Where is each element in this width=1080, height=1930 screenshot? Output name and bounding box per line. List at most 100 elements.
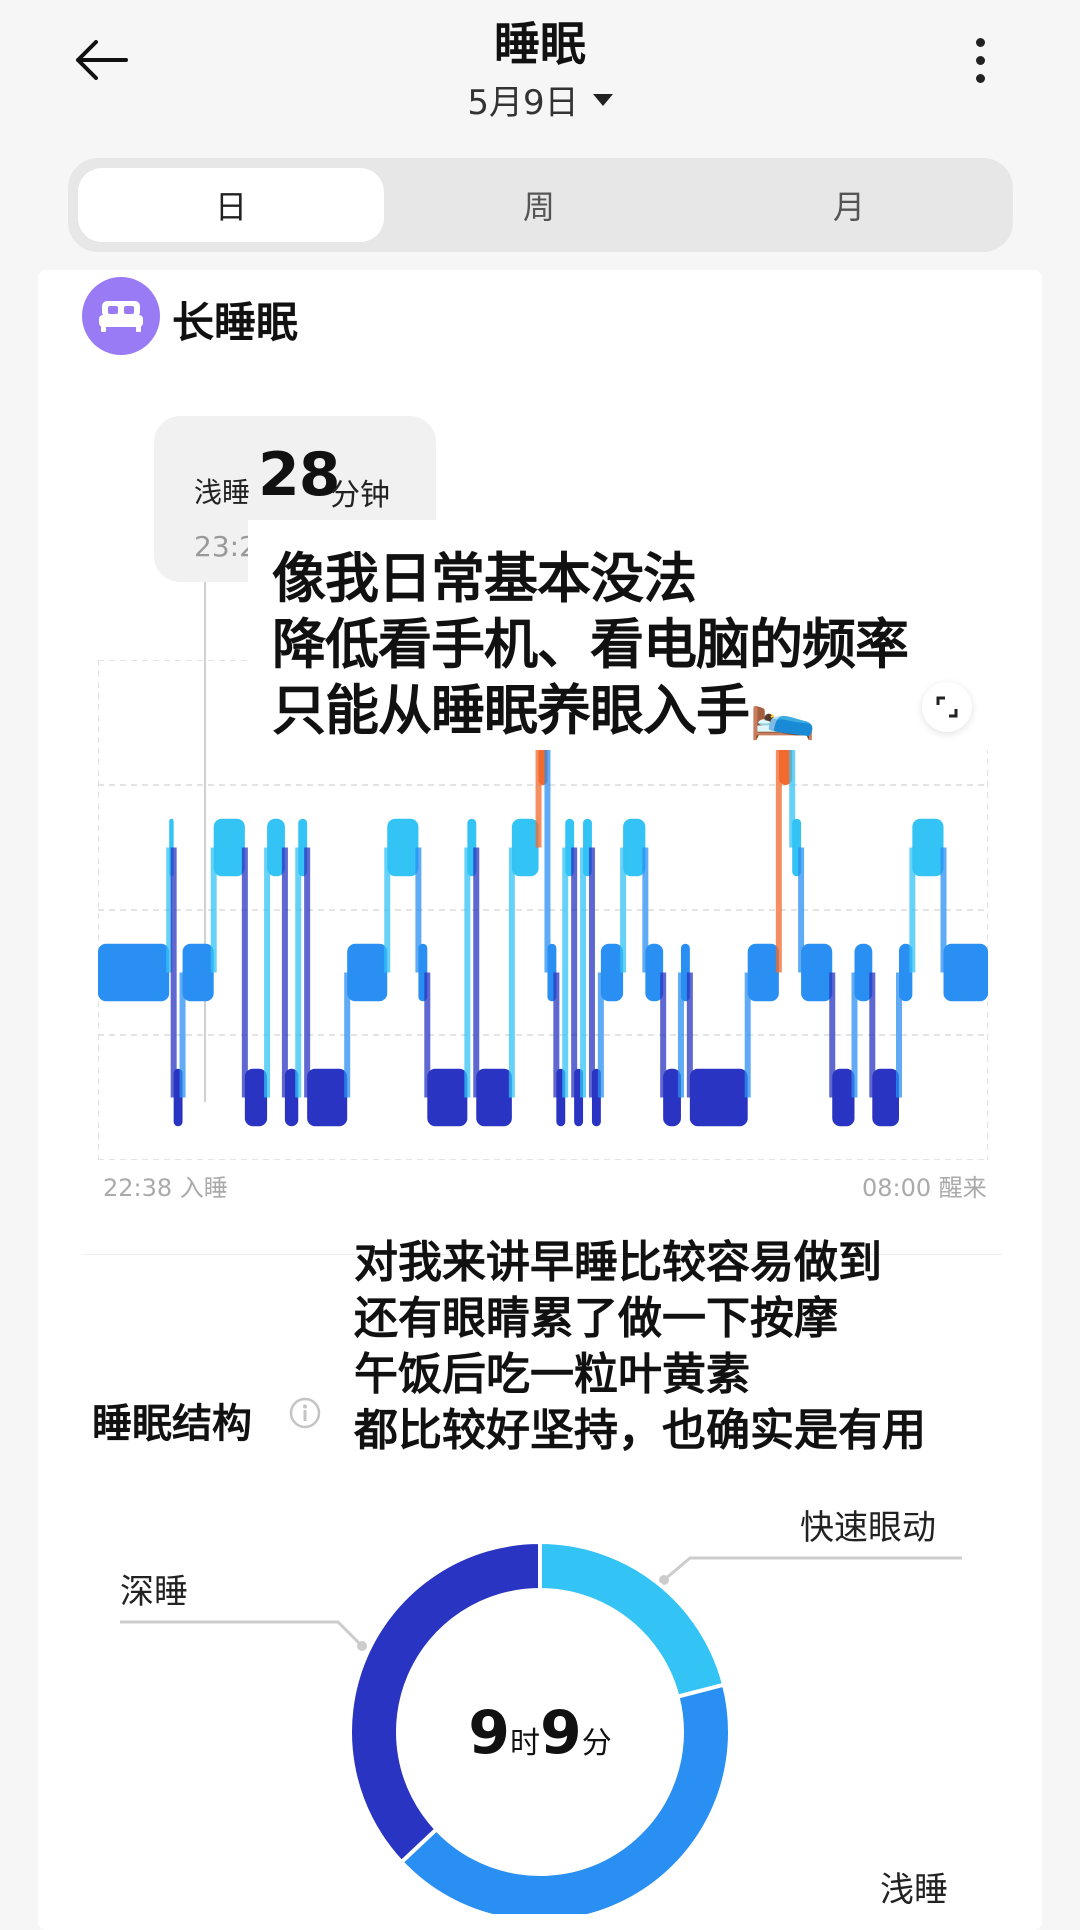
- caption-overlay-box: [248, 520, 1008, 750]
- stage-transition: [544, 722, 551, 973]
- stage-bar-light: [747, 943, 779, 1002]
- stage-bar-deep: [284, 1068, 299, 1127]
- tab-month[interactable]: 月: [832, 188, 865, 226]
- stage-transition: [473, 847, 480, 1098]
- minutes-unit: 分: [581, 1726, 612, 1761]
- tooltip-duration: 28: [258, 440, 340, 510]
- stage-transition: [464, 847, 471, 1098]
- stage-bar-rem: [213, 818, 245, 877]
- stage-transition: [597, 972, 604, 1098]
- stage-transition: [909, 847, 916, 973]
- stage-transition: [535, 722, 542, 848]
- stage-bar-deep: [689, 1068, 748, 1127]
- more-options-button[interactable]: [960, 30, 1000, 90]
- stage-bar-rem: [623, 818, 646, 877]
- stage-transition: [580, 847, 587, 1098]
- stage-transition: [869, 972, 876, 1098]
- caption-line: 像我日常基本没法: [272, 547, 697, 610]
- stage-bar-light: [347, 943, 388, 1002]
- stage-bar-light: [600, 943, 624, 1002]
- stage-bar-deep: [476, 1068, 512, 1127]
- stage-transition: [660, 972, 667, 1098]
- period-tabs: 日 周 月: [68, 158, 1013, 252]
- chart-stages: [98, 672, 988, 1127]
- stage-transition: [424, 972, 431, 1098]
- stage-transition: [851, 972, 858, 1098]
- stage-transition: [686, 972, 693, 1098]
- caption-line: 午饭后吃一粒叶黄素: [354, 1349, 750, 1400]
- stage-transition: [744, 972, 751, 1098]
- stage-bar-light: [943, 943, 988, 1002]
- caption-line: 都比较好坚持，也确实是有用: [354, 1405, 926, 1456]
- stage-transition: [571, 847, 578, 1098]
- date-label: 5月9日: [467, 82, 579, 123]
- stage-bar-light: [899, 943, 913, 1002]
- stage-bar-light: [854, 943, 873, 1002]
- legend-deep: 深睡: [120, 1572, 188, 1612]
- hypnogram-chart[interactable]: [98, 660, 988, 1160]
- stage-bar-rem: [511, 818, 539, 877]
- stage-transition: [588, 847, 595, 1098]
- stage-transition: [295, 847, 302, 1098]
- stage-transition: [940, 847, 947, 973]
- expand-icon: [936, 696, 958, 718]
- page-title: 睡眠: [494, 17, 586, 71]
- back-arrow-icon: [76, 40, 128, 80]
- stage-bar-deep: [244, 1068, 268, 1127]
- stage-transition: [775, 722, 782, 973]
- bed-icon: [82, 277, 160, 355]
- stage-transition: [166, 847, 173, 973]
- tab-day[interactable]: 日: [78, 168, 384, 242]
- structure-title: 睡眠结构: [92, 1401, 252, 1447]
- stage-bar-rem: [387, 818, 419, 877]
- stage-transition: [620, 847, 627, 973]
- stage-bar-rem: [912, 818, 944, 877]
- back-button[interactable]: [66, 30, 136, 90]
- stage-transition: [210, 847, 217, 973]
- stage-bar-light: [801, 943, 833, 1002]
- stage-transition: [264, 847, 271, 1098]
- total-minutes: 9: [540, 1698, 582, 1768]
- caption-line: 只能从睡眠养眼入手🛌: [272, 679, 816, 742]
- stage-transition: [562, 847, 569, 1098]
- stage-bar-light: [182, 943, 214, 1002]
- tab-week[interactable]: 周: [522, 188, 555, 226]
- stage-transition: [241, 847, 248, 1098]
- tooltip-time: 23:2: [194, 530, 257, 563]
- total-hours: 9: [468, 1698, 510, 1768]
- expand-button[interactable]: [922, 682, 972, 732]
- stage-transition: [829, 972, 836, 1098]
- more-dot-icon: [975, 55, 985, 65]
- stage-bar-deep: [663, 1068, 681, 1127]
- hours-unit: 时: [510, 1726, 540, 1761]
- stage-transition: [642, 847, 649, 973]
- legend-light: 浅睡: [880, 1870, 948, 1910]
- stage-bar-deep: [307, 1068, 348, 1127]
- caption-line: 对我来讲早睡比较容易做到: [354, 1237, 882, 1288]
- stage-bar-deep: [832, 1068, 855, 1127]
- stage-transition: [415, 847, 422, 973]
- info-icon[interactable]: [288, 1396, 322, 1430]
- more-dot-icon: [975, 37, 985, 47]
- stage-transition: [896, 972, 902, 1098]
- stage-bar-deep: [427, 1068, 468, 1127]
- legend-rem: 快速眼动: [800, 1508, 936, 1548]
- caption-line: 降低看手机、看电脑的频率: [272, 613, 909, 676]
- stage-bar-rem: [267, 818, 285, 877]
- donut-segment-light: [398, 1682, 732, 1914]
- stage-transition: [179, 972, 186, 1098]
- stage-transition: [508, 847, 515, 1098]
- stage-transition: [789, 722, 796, 848]
- stage-bar-light: [98, 943, 170, 1002]
- date-selector[interactable]: 5月9日: [440, 74, 640, 124]
- stage-transition: [553, 972, 560, 1098]
- stage-transition: [344, 972, 351, 1098]
- donut-segment-rem: [538, 1540, 727, 1700]
- total-duration: 9时9分: [330, 1698, 750, 1768]
- sleep-type-label: 长睡眠: [172, 298, 299, 347]
- sleep-structure-donut[interactable]: [330, 1540, 750, 1914]
- tooltip-unit: 分钟: [330, 478, 390, 513]
- caret-down-icon: [592, 94, 613, 106]
- tooltip-cursor-line[interactable]: [204, 582, 206, 1102]
